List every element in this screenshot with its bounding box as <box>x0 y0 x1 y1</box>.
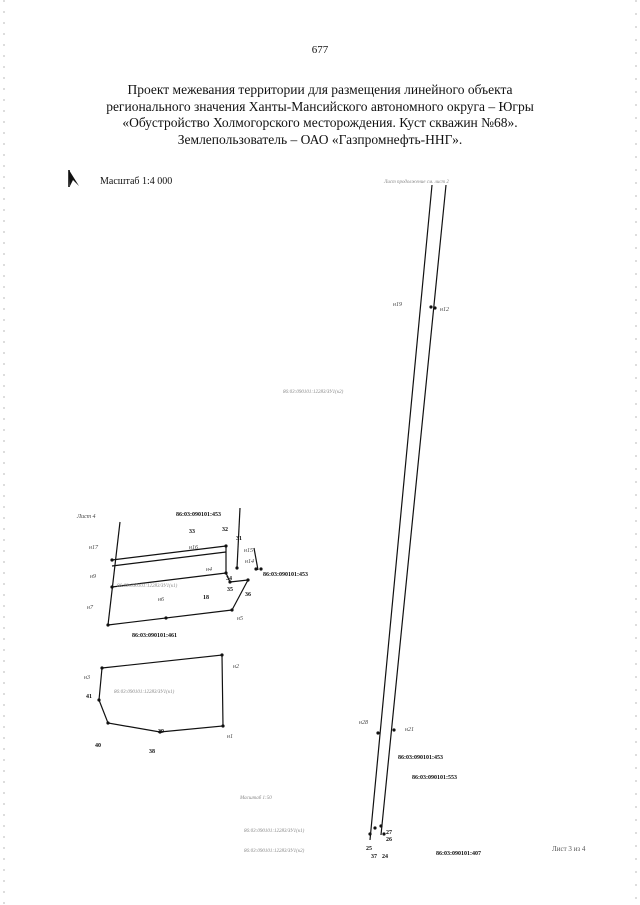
boundary-line <box>253 547 259 571</box>
boundary-line <box>107 521 121 626</box>
boundary-line <box>107 609 233 626</box>
boundary-line <box>231 579 249 611</box>
vertex-point <box>110 585 114 589</box>
vertex-point <box>100 666 104 670</box>
scan-edge-marks <box>3 0 5 905</box>
vertex-point <box>373 826 377 830</box>
vertex-label: 35 <box>227 587 233 593</box>
vertex-label: н5 <box>237 616 243 622</box>
vertex-label: н9 <box>90 574 96 580</box>
vertex-label: н1 <box>227 734 233 740</box>
vertex-label: н6 <box>158 597 164 603</box>
vertex-label: н17 <box>89 545 99 551</box>
vertex-label: 38 <box>149 749 155 755</box>
scan-edge-marks <box>635 0 637 905</box>
vertex-label: 40 <box>95 743 101 749</box>
vertex-point <box>368 832 372 836</box>
vertex-point <box>164 616 168 620</box>
vertex-point <box>259 567 263 571</box>
cadastral-number-label: 86:03:090101:453 <box>398 755 443 761</box>
vertex-label: н3 <box>84 675 90 681</box>
scale-label: Масштаб 1:4 000 <box>100 176 173 187</box>
vertex-label: н12 <box>440 307 449 313</box>
vertex-point <box>235 566 239 570</box>
parcel-number-label: 86:03:090101:12283/ЗУ1(к2) <box>283 390 344 395</box>
cadastral-number-label: 86:03:090101:453 <box>263 572 308 578</box>
sheet-number-label: Лист 3 из 4 <box>552 845 586 853</box>
corridor-line-left <box>369 184 433 841</box>
vertex-point <box>429 305 433 309</box>
vertex-point <box>254 567 258 571</box>
boundary-line <box>225 572 231 583</box>
vertex-label: 27 <box>386 830 392 836</box>
cadastral-number-label: 86:03:090101:453 <box>176 512 221 518</box>
corridor-line-right <box>380 184 447 836</box>
north-arrow-icon <box>66 168 82 193</box>
vertex-label: н7 <box>87 605 94 611</box>
vertex-label: 39 <box>158 729 164 735</box>
vertex-point <box>376 731 380 735</box>
vertex-label: н15 <box>244 548 253 554</box>
vertex-label: н16 <box>189 545 198 551</box>
vertex-label: н28 <box>359 720 368 726</box>
title-line: регионального значения Ханты-Мансийского… <box>106 98 534 114</box>
vertex-label: н4 <box>206 566 212 573</box>
sheet-reference-label: Лист 4 <box>76 513 96 520</box>
vertex-label: 18 <box>203 595 209 601</box>
vertex-point <box>158 730 162 734</box>
boundary-line <box>111 551 227 567</box>
boundary-line <box>229 579 249 583</box>
title-line: Землепользователь – ОАО «Газпромнефть-НН… <box>177 131 463 147</box>
vertex-point <box>246 578 250 582</box>
vertex-point <box>106 623 110 627</box>
vertex-point <box>220 653 224 657</box>
vertex-label: 33 <box>189 529 195 535</box>
vertex-label: 37 <box>371 854 377 860</box>
cadastral-number-label: 86:03:090101:407 <box>436 851 481 857</box>
vertex-label: н19 <box>393 302 402 308</box>
vertex-point <box>230 608 234 612</box>
vertex-label: н21 <box>405 727 414 733</box>
boundary-line <box>111 572 227 588</box>
vertex-point <box>106 721 110 725</box>
page-number: 677 <box>311 44 329 56</box>
parcel-number-label: 86:03:090101:12283/ЗУ1(к1) <box>117 584 178 589</box>
vertex-label: н2 <box>233 664 239 670</box>
parcel-number-label: 86:03:090101:12283/ЗУ1(к1) <box>114 690 175 695</box>
vertex-point <box>433 306 437 310</box>
vertex-point <box>110 558 114 562</box>
vertex-label: 34 <box>226 576 232 582</box>
sheet-reference-label: Лист продолжение см. лист 2 <box>383 180 449 185</box>
vertex-label: 41 <box>86 694 92 700</box>
boundary-line <box>236 507 241 569</box>
vertex-label: н14 <box>245 558 254 565</box>
vertex-label: 36 <box>245 592 251 598</box>
cadastral-number-label: 86:03:090101:553 <box>412 775 457 781</box>
vertex-point <box>379 824 383 828</box>
vertex-point <box>224 571 228 575</box>
cadastral-number-label: 86:03:090101:461 <box>132 633 177 639</box>
vertex-point <box>228 580 232 584</box>
vertex-point <box>224 544 228 548</box>
title-line: Проект межевания территории для размещен… <box>127 82 513 97</box>
document-title: Проект межевания территории для размещен… <box>70 82 570 148</box>
title-line: «Обустройство Холмогорского месторождени… <box>122 115 518 130</box>
vertex-label: 31 <box>236 536 242 542</box>
boundary-line <box>111 545 227 561</box>
parcel-number-label: 86:03:090101:12283/ЗУ1(к2) <box>244 849 305 854</box>
vertex-point <box>97 698 101 702</box>
vertex-point <box>392 728 396 732</box>
vertex-label: 24 <box>382 854 388 860</box>
sheet-reference-label: Масштаб 1:50 <box>239 796 272 801</box>
parcel-number-label: 86:03:090101:12283/ЗУ1(к1) <box>244 829 305 834</box>
vertex-point <box>221 724 225 728</box>
vertex-label: 25 <box>366 846 372 852</box>
vertex-label: 32 <box>222 527 228 533</box>
vertex-point <box>382 832 386 836</box>
vertex-label: 26 <box>386 837 392 843</box>
